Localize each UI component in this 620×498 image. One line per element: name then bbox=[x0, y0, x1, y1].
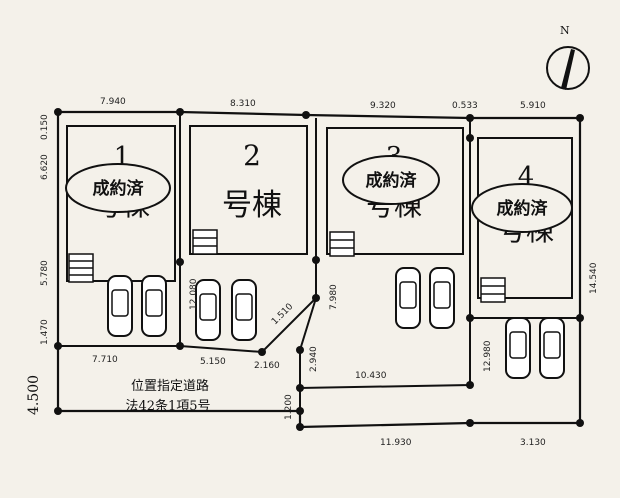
dim-inner-6: 7.980 bbox=[329, 284, 339, 310]
lot-2-number: 2 bbox=[243, 139, 261, 172]
boundary-marker-icon bbox=[54, 342, 62, 350]
car-icon bbox=[195, 279, 221, 341]
boundary-marker-icon bbox=[54, 407, 62, 415]
road-width-label: 4.500 bbox=[26, 375, 42, 415]
boundary-marker-icon bbox=[466, 114, 474, 122]
dim-top-2: 8.310 bbox=[230, 99, 256, 109]
boundary-marker-icon bbox=[576, 314, 584, 322]
boundary-marker-icon bbox=[576, 419, 584, 427]
dim-inner-1: 7.710 bbox=[92, 355, 118, 365]
car-icon bbox=[107, 275, 133, 337]
lot-2-suffix: 号棟 bbox=[222, 188, 282, 223]
car-icon bbox=[429, 267, 455, 329]
dim-inner-5: 12.080 bbox=[189, 278, 199, 310]
dim-top-1: 7.940 bbox=[100, 97, 126, 107]
boundary-marker-icon bbox=[576, 114, 584, 122]
dim-inner-2: 5.150 bbox=[200, 357, 226, 367]
boundary-marker-icon bbox=[296, 346, 304, 354]
lot-2-outline bbox=[179, 118, 317, 354]
boundary-marker-icon bbox=[54, 108, 62, 116]
car-icon bbox=[505, 317, 531, 379]
sold-badge-lot-1: 成約済 bbox=[65, 163, 171, 213]
boundary-marker-icon bbox=[312, 294, 320, 302]
sold-badge-lot-3-text: 成約済 bbox=[366, 170, 418, 191]
compass-label: N bbox=[560, 24, 570, 37]
car-icon bbox=[395, 267, 421, 329]
boundary-marker-icon bbox=[296, 407, 304, 415]
dim-top-4: 0.533 bbox=[452, 101, 478, 111]
sold-badge-lot-3: 成約済 bbox=[342, 155, 440, 205]
sold-badge-lot-1-text: 成約済 bbox=[93, 178, 145, 199]
dim-inner-7: 2.940 bbox=[309, 346, 319, 372]
dim-top-5: 5.910 bbox=[520, 101, 546, 111]
entry-steps bbox=[68, 229, 506, 303]
boundary-markers bbox=[54, 108, 584, 431]
car-icon bbox=[141, 275, 167, 337]
boundary-marker-icon bbox=[466, 381, 474, 389]
boundary-marker-icon bbox=[466, 419, 474, 427]
boundary-marker-icon bbox=[258, 348, 266, 356]
dim-inner-3: 2.160 bbox=[254, 361, 280, 371]
dim-left-3: 5.780 bbox=[40, 260, 50, 286]
dim-left-2: 6.620 bbox=[40, 154, 50, 180]
dim-bottom-2: 3.130 bbox=[520, 438, 546, 448]
dim-left-4: 1.470 bbox=[40, 319, 50, 345]
boundary-marker-icon bbox=[176, 258, 184, 266]
road-law-label: 法42条1項5号 bbox=[125, 398, 210, 414]
boundary-marker-icon bbox=[466, 314, 474, 322]
car-icon bbox=[539, 317, 565, 379]
boundary-marker-icon bbox=[296, 423, 304, 431]
dim-bottom-1: 11.930 bbox=[380, 438, 412, 448]
dim-top-3: 9.320 bbox=[370, 101, 396, 111]
car-icon bbox=[231, 279, 257, 341]
dim-inner-11: 14.540 bbox=[589, 262, 599, 294]
dim-inner-8: 10.430 bbox=[355, 371, 387, 381]
car-icons bbox=[107, 267, 565, 379]
road-labels: 位置指定道路 法42条1項5号 4.500 bbox=[26, 375, 211, 415]
boundary-marker-icon bbox=[176, 342, 184, 350]
sold-badge-lot-4: 成約済 bbox=[471, 183, 573, 233]
dim-left-1: 0.150 bbox=[40, 114, 50, 140]
boundary-marker-icon bbox=[312, 256, 320, 264]
dim-inner-9: 1.200 bbox=[284, 394, 294, 420]
boundary-marker-icon bbox=[466, 134, 474, 142]
boundary-marker-icon bbox=[302, 111, 310, 119]
boundary-marker-icon bbox=[176, 108, 184, 116]
boundary-marker-icon bbox=[296, 384, 304, 392]
dim-inner-10: 12.980 bbox=[483, 340, 493, 372]
north-compass-icon: N bbox=[546, 24, 590, 90]
sold-badge-lot-4-text: 成約済 bbox=[497, 198, 549, 219]
road-type-label: 位置指定道路 bbox=[131, 378, 209, 394]
